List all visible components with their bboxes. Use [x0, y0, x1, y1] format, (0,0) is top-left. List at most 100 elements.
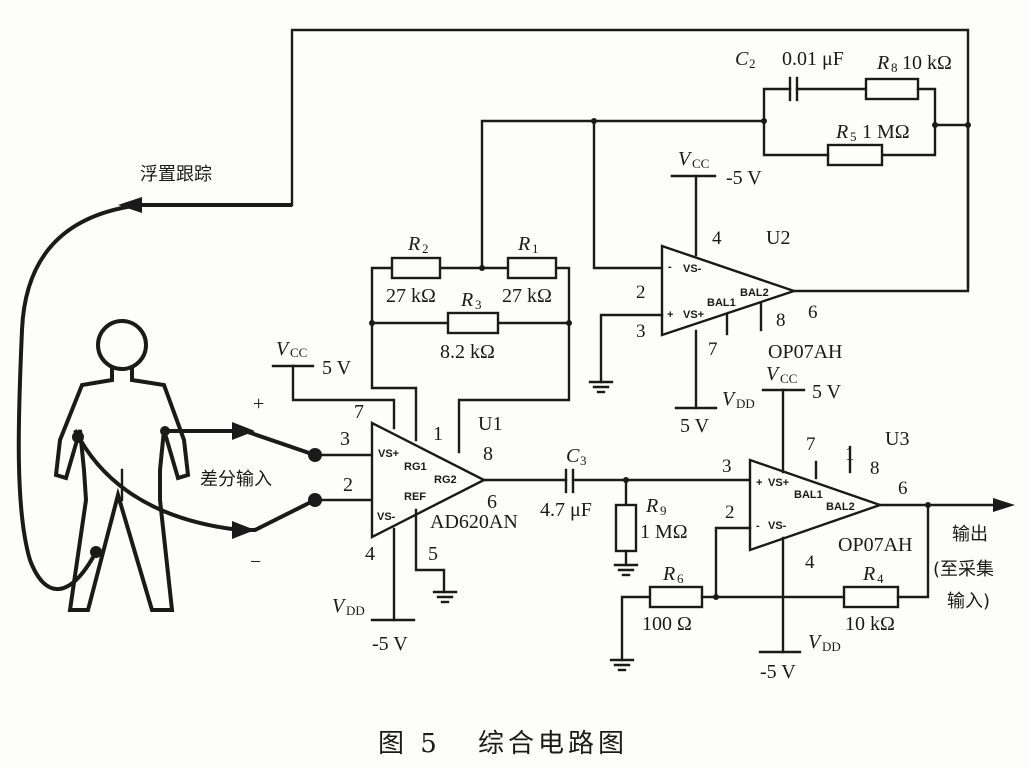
u3-ref-label: U3 [885, 428, 909, 450]
svg-text:BAL2: BAL2 [826, 501, 855, 513]
svg-text:DD: DD [822, 639, 841, 654]
r3-value: 8.2 kΩ [440, 341, 495, 363]
resistor-r9 [614, 503, 638, 553]
human-figure-icon [53, 319, 191, 612]
ground-icon [609, 658, 635, 672]
u2-opamp: - VS- + VS+ BAL1 BAL2 [660, 244, 798, 337]
svg-text:VS+: VS+ [378, 448, 399, 460]
svg-text:BAL1: BAL1 [794, 489, 823, 501]
resistor-r5 [826, 143, 884, 167]
svg-text:1: 1 [845, 444, 855, 465]
figure-title: 综合电路图 [478, 729, 628, 759]
r9-value: 1 MΩ [640, 521, 688, 543]
electrode-dot [90, 546, 102, 558]
svg-text:4: 4 [712, 228, 722, 249]
svg-text:5 V: 5 V [322, 357, 352, 379]
svg-text:3: 3 [580, 453, 587, 468]
figure-number: 图 5 [378, 729, 441, 759]
r1-value: 27 kΩ [502, 285, 552, 307]
svg-text:8: 8 [891, 60, 898, 75]
svg-text:VS-: VS- [377, 511, 396, 523]
svg-text:8: 8 [776, 310, 786, 331]
svg-text:4: 4 [805, 552, 815, 573]
svg-text:7: 7 [354, 401, 364, 423]
svg-text:3: 3 [340, 428, 350, 450]
svg-text:R: R [517, 233, 530, 255]
svg-text:R: R [862, 563, 875, 585]
svg-text:CC: CC [290, 345, 307, 360]
svg-text:5: 5 [850, 129, 857, 144]
svg-text:2: 2 [749, 56, 756, 71]
svg-text:C: C [735, 48, 749, 70]
resistor-r3 [446, 311, 500, 335]
r4-value: 10 kΩ [845, 613, 895, 635]
svg-text:7: 7 [708, 339, 718, 360]
svg-text:R: R [460, 289, 473, 311]
svg-text:5 V: 5 V [680, 415, 710, 437]
svg-text:V: V [722, 388, 737, 410]
svg-text:-5 V: -5 V [372, 633, 408, 655]
svg-text:8: 8 [870, 458, 880, 479]
r6-value: 100 Ω [642, 613, 692, 635]
minus-label: − [250, 551, 261, 573]
svg-text:8: 8 [483, 443, 493, 465]
svg-text:BAL2: BAL2 [740, 287, 769, 299]
c3-value: 4.7 μF [540, 499, 592, 521]
u3-part-label: OP07AH [838, 534, 912, 556]
svg-text:9: 9 [660, 503, 667, 518]
arrow-head-icon [118, 197, 142, 213]
svg-text:REF: REF [404, 491, 426, 503]
svg-text:CC: CC [692, 156, 709, 171]
ground-icon [588, 380, 614, 394]
svg-text:1: 1 [433, 423, 443, 445]
svg-text:-5 V: -5 V [760, 661, 796, 683]
svg-text:DD: DD [736, 396, 755, 411]
svg-text:VS-: VS- [683, 263, 702, 275]
svg-text:R: R [876, 52, 889, 74]
svg-text:R: R [835, 121, 848, 143]
resistor-r1 [506, 256, 558, 280]
resistor-r2 [390, 256, 442, 280]
ground-icon [432, 590, 458, 604]
r2-value: 27 kΩ [386, 285, 436, 307]
output-label: 输出 [952, 524, 988, 545]
svg-text:2: 2 [636, 282, 646, 303]
svg-text:6: 6 [677, 571, 684, 586]
svg-text:-: - [756, 520, 760, 532]
svg-text:V: V [766, 363, 781, 385]
svg-text:V: V [276, 338, 291, 360]
svg-text:2: 2 [422, 241, 429, 256]
svg-text:-5 V: -5 V [726, 167, 762, 189]
svg-text:-: - [668, 261, 672, 273]
svg-text:7: 7 [806, 434, 816, 455]
u1-ref-label: U1 [478, 413, 502, 435]
svg-text:BAL1: BAL1 [707, 297, 736, 309]
svg-text:3: 3 [636, 321, 646, 342]
u3-opamp: + VS+ - VS- BAL1 BAL2 [748, 458, 884, 552]
svg-text:RG2: RG2 [434, 474, 457, 486]
svg-text:R: R [645, 495, 658, 517]
svg-text:+: + [667, 309, 673, 321]
svg-text:5: 5 [428, 543, 438, 565]
svg-text:DD: DD [346, 603, 365, 618]
svg-text:V: V [808, 631, 823, 653]
svg-text:R: R [407, 233, 420, 255]
svg-text:3: 3 [475, 297, 482, 312]
svg-text:V: V [678, 148, 693, 170]
resistor-r4 [842, 585, 900, 609]
differential-input-label: 差分输入 [200, 469, 272, 490]
output-label-line2: (至采集 [933, 559, 994, 580]
svg-text:CC: CC [780, 371, 797, 386]
c2-value: 0.01 μF [782, 48, 844, 70]
svg-text:3: 3 [722, 456, 732, 477]
ground-icon [613, 563, 639, 577]
u2-ref-label: U2 [766, 227, 790, 249]
svg-text:4: 4 [365, 543, 375, 565]
output-arrow-icon [993, 498, 1015, 512]
svg-text:2: 2 [343, 474, 353, 496]
electrode-leads [72, 422, 374, 539]
output-label-line3: 输入) [947, 591, 990, 612]
u2-part-label: OP07AH [768, 341, 842, 363]
svg-text:VS+: VS+ [683, 309, 704, 321]
svg-text:6: 6 [898, 478, 908, 499]
